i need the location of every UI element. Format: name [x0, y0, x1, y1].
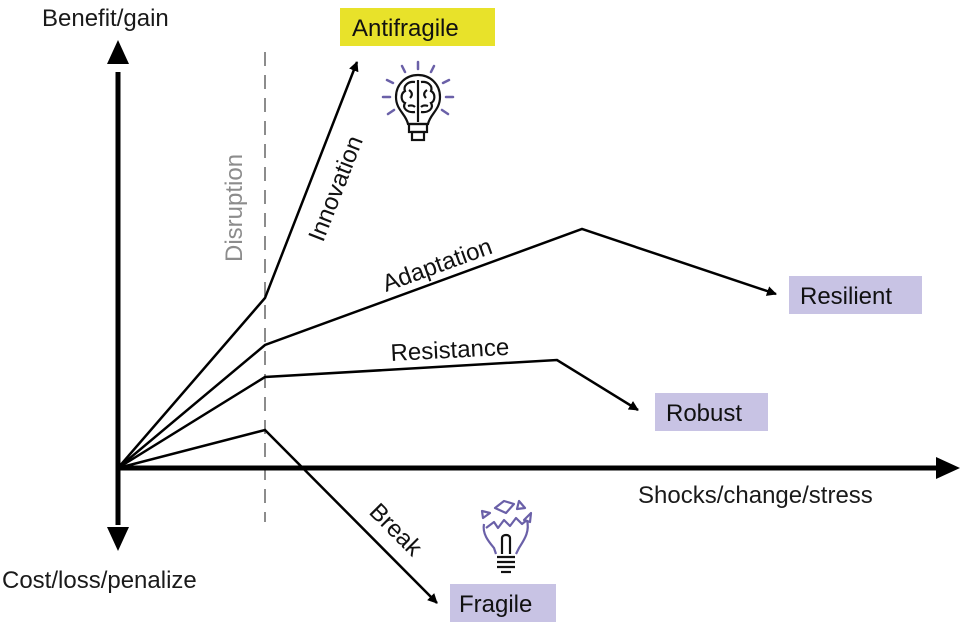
resistance-label: Resistance — [390, 334, 510, 367]
y-axis-down-arrow — [107, 527, 129, 551]
fragile-badge: Fragile — [450, 584, 556, 622]
x-axis-label: Shocks/change/stress — [638, 482, 873, 509]
x-axis-right-arrow — [936, 457, 960, 479]
break-path — [117, 428, 438, 604]
broken-lightbulb-icon — [480, 499, 533, 574]
svg-text:Fragile: Fragile — [459, 591, 532, 618]
y-axis-up-arrow — [107, 40, 129, 64]
resistance-path — [117, 358, 639, 470]
svg-text:Antifragile: Antifragile — [352, 15, 459, 42]
y-negative-label: Cost/loss/penalize — [2, 567, 197, 594]
x-axis — [118, 457, 960, 479]
y-axis — [107, 40, 129, 551]
svg-text:Resilient: Resilient — [800, 283, 892, 310]
brain-lightbulb-icon — [381, 60, 455, 142]
disruption-label: Disruption — [221, 154, 248, 262]
robust-badge: Robust — [655, 393, 768, 431]
svg-text:Robust: Robust — [666, 400, 742, 427]
antifragile-badge: Antifragile — [340, 8, 495, 46]
adaptation-label: Adaptation — [379, 233, 496, 298]
innovation-path — [117, 61, 359, 469]
break-label: Break — [364, 498, 428, 562]
resilient-badge: Resilient — [789, 276, 922, 314]
innovation-label: Innovation — [303, 132, 368, 245]
adaptation-path — [117, 227, 777, 469]
y-positive-label: Benefit/gain — [42, 5, 169, 32]
